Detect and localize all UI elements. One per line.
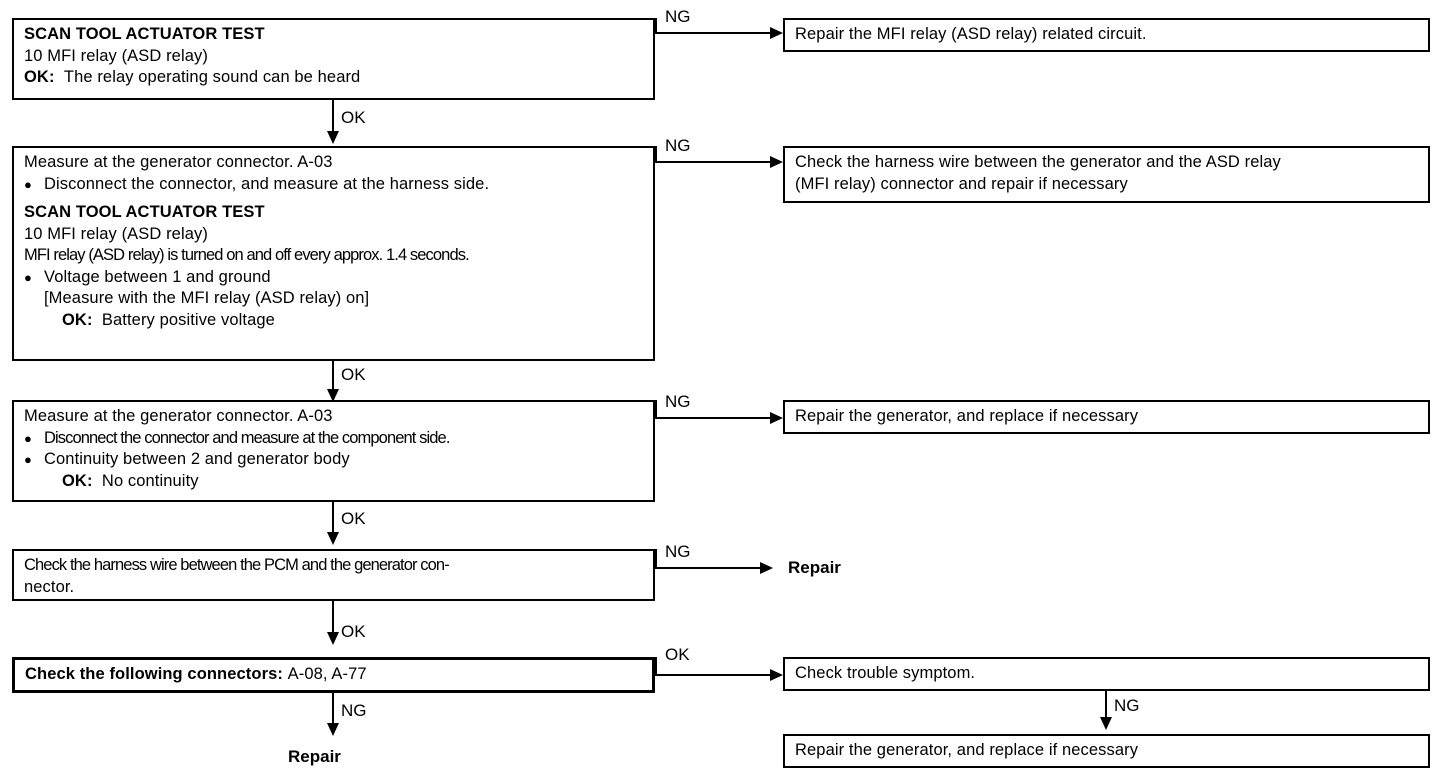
edge-step4-ok-arrowhead <box>327 632 339 645</box>
result2-line2: (MFI relay) connector and repair if nece… <box>795 174 1128 193</box>
bullet-icon: ● <box>24 176 32 192</box>
edge-step3-ng-arrowhead <box>770 412 783 424</box>
edge-result4-ng-arrowhead <box>1100 717 1112 730</box>
edge-label-ng-1: NG <box>665 7 691 26</box>
edge-label-ok-5: OK <box>665 645 690 664</box>
edge-label-ng-6: NG <box>1114 696 1140 715</box>
step2-heading: SCAN TOOL ACTUATOR TEST <box>24 203 265 221</box>
edge-label-ok-1: OK <box>341 108 366 127</box>
edge-step5-ok-arrowhead <box>770 669 783 681</box>
result1-text: Repair the MFI relay (ASD relay) related… <box>795 25 1147 43</box>
step4-line1: Check the harness wire between the PCM a… <box>24 556 450 574</box>
node-repair-mfi-relay-circuit[interactable]: Repair the MFI relay (ASD relay) related… <box>783 18 1430 52</box>
node-check-harness-generator-asd-relay[interactable]: Check the harness wire between the gener… <box>783 146 1430 203</box>
step5-bold: Check the following connectors: <box>25 665 283 683</box>
node-scan-tool-actuator-test[interactable]: SCAN TOOL ACTUATOR TEST 10 MFI relay (AS… <box>12 18 655 100</box>
step4-line2: nector. <box>24 577 75 596</box>
edge-label-ng-2: NG <box>665 136 691 155</box>
node-measure-generator-component-side[interactable]: Measure at the generator connector. A-03… <box>12 400 655 502</box>
step3-bullet-1: Disconnect the connector and measure at … <box>44 428 450 447</box>
node-measure-generator-harness-side[interactable]: Measure at the generator connector. A-03… <box>12 146 655 361</box>
node-check-following-connectors[interactable]: Check the following connectors: A-08, A-… <box>12 657 655 693</box>
result3-text: Repair the generator, and replace if nec… <box>795 407 1139 425</box>
edge-label-ok-3: OK <box>341 509 366 528</box>
step1-heading: SCAN TOOL ACTUATOR TEST <box>24 25 265 43</box>
edge-step5-ng-line <box>332 693 334 727</box>
edge-step3-ok-arrowhead <box>327 532 339 545</box>
edge-step2-ng-line <box>655 161 775 163</box>
node-repair-generator-replace-1[interactable]: Repair the generator, and replace if nec… <box>783 400 1430 434</box>
edge-step4-ng-arrowhead <box>760 562 773 574</box>
spacer <box>24 195 645 202</box>
step2-title: Measure at the generator connector. A-03 <box>24 153 333 171</box>
bullet-icon: ● <box>24 269 32 285</box>
edge-step2-ng-arrowhead <box>770 156 783 168</box>
edge-label-ok-4: OK <box>341 622 366 641</box>
step5-rest: A-08, A-77 <box>287 665 367 683</box>
terminal-repair-right: Repair <box>788 558 841 577</box>
step2-ok-prefix: OK: <box>62 310 93 329</box>
result5-text: Repair the generator, and replace if nec… <box>795 741 1139 759</box>
step3-ok-text: No continuity <box>101 471 199 490</box>
terminal-repair-bottom: Repair <box>288 747 341 766</box>
step3-bullet-2-row: ● Continuity between 2 and generator bod… <box>24 449 645 471</box>
edge-step5-ok-line <box>655 674 775 676</box>
edge-step4-ok-line <box>332 601 334 635</box>
edge-label-ng-4: NG <box>665 542 691 561</box>
step2-line3: MFI relay (ASD relay) is turned on and o… <box>24 246 470 264</box>
step2-bracket: [Measure with the MFI relay (ASD relay) … <box>44 289 370 307</box>
step2-bullet-1: Disconnect the connector, and measure at… <box>44 174 490 193</box>
edge-result4-ng-line <box>1105 691 1107 720</box>
edge-step2-ng-stub <box>655 146 657 163</box>
edge-label-ok-2: OK <box>341 365 366 384</box>
edge-label-ng-3: NG <box>665 392 691 411</box>
step2-ok-text: Battery positive voltage <box>101 310 275 329</box>
edge-step1-ok-line <box>332 100 334 134</box>
step3-ok-prefix: OK: <box>62 471 93 490</box>
edge-step5-ng-arrowhead <box>327 723 339 736</box>
result2-line1: Check the harness wire between the gener… <box>795 153 1281 171</box>
bullet-icon: ● <box>24 430 32 446</box>
edge-step3-ng-line <box>655 417 775 419</box>
edge-step2-ok-arrowhead <box>327 389 339 402</box>
step1-ok-text: The relay operating sound can be heard <box>63 68 361 86</box>
edge-step5-ok-stub <box>655 657 657 676</box>
edge-step1-ng-arrowhead <box>770 27 783 39</box>
edge-step3-ng-stub <box>655 400 657 419</box>
result4-text: Check trouble symptom. <box>795 664 976 682</box>
edge-step1-ok-arrowhead <box>327 131 339 144</box>
step2-line2: 10 MFI relay (ASD relay) <box>24 224 208 243</box>
edge-label-ng-5: NG <box>341 701 367 720</box>
edge-step2-ok-line <box>332 361 334 395</box>
node-check-harness-pcm-generator[interactable]: Check the harness wire between the PCM a… <box>12 549 655 601</box>
node-repair-generator-replace-2[interactable]: Repair the generator, and replace if nec… <box>783 734 1430 768</box>
step3-bullet-2: Continuity between 2 and generator body <box>44 450 350 468</box>
node-check-trouble-symptom[interactable]: Check trouble symptom. <box>783 657 1430 691</box>
step1-ok-prefix: OK: <box>24 68 55 86</box>
edge-step4-ng-line <box>655 567 765 569</box>
step2-bullet-2-row: ● Voltage between 1 and ground <box>24 267 645 289</box>
edge-step3-ok-line <box>332 502 334 536</box>
step3-bullet-1-row: ● Disconnect the connector and measure a… <box>24 428 645 450</box>
edge-step4-ng-stub <box>655 549 657 569</box>
step3-title: Measure at the generator connector. A-03 <box>24 407 333 425</box>
step2-bullet-2: Voltage between 1 and ground <box>44 267 271 286</box>
edge-step1-ng-stub <box>655 18 657 34</box>
step1-line2: 10 MFI relay (ASD relay) <box>24 46 208 65</box>
bullet-icon: ● <box>24 452 32 467</box>
edge-step1-ng-line <box>655 32 775 34</box>
step2-bullet-1-row: ● Disconnect the connector, and measure … <box>24 174 645 196</box>
